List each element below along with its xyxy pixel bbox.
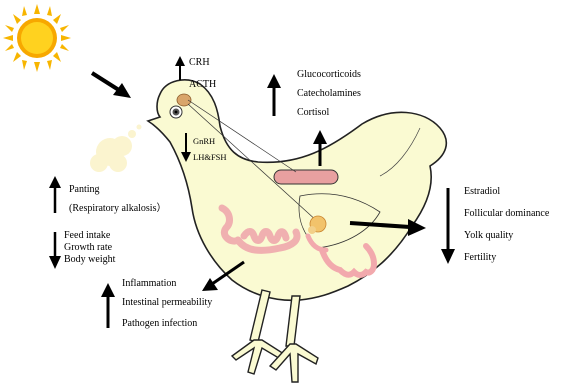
lhfsh-label: LH&FSH xyxy=(193,152,227,162)
sun-icon xyxy=(3,4,71,72)
catecholamines-label: Catecholamines xyxy=(297,88,361,100)
crh-label: CRH xyxy=(189,57,210,69)
inflammation-label: Inflammation xyxy=(122,278,176,290)
growth-rate-label: Growth rate xyxy=(64,242,112,254)
follicular-dominance-label: Follicular dominance xyxy=(464,208,549,220)
up-arrow-gut xyxy=(101,283,115,328)
alkalosis-label: (Respiratory alkalosis） xyxy=(69,203,166,215)
estradiol-label: Estradiol xyxy=(464,186,500,198)
adrenal-gland-icon xyxy=(274,170,338,184)
up-arrow-panting xyxy=(49,176,61,213)
down-arrow-reproduction xyxy=(441,188,455,264)
pathogen-infection-label: Pathogen infection xyxy=(122,318,197,330)
brain-icon xyxy=(177,94,191,106)
feed-intake-label: Feed intake xyxy=(64,230,110,242)
gnrh-label: GnRH xyxy=(193,136,215,146)
fertility-label: Fertility xyxy=(464,252,496,264)
down-arrow-growth xyxy=(49,232,61,269)
acth-label: ACTH xyxy=(189,79,216,91)
cortisol-label: Cortisol xyxy=(297,107,329,119)
intestinal-permeability-label: Intestinal permeability xyxy=(122,297,212,309)
up-arrow-adrenal xyxy=(267,74,281,116)
glucocorticoids-label: Glucocorticoids xyxy=(297,69,361,81)
chicken-legs xyxy=(232,290,318,382)
heat-arrow xyxy=(92,73,131,98)
body-weight-label: Body weight xyxy=(64,254,115,266)
yolk-quality-label: Yolk quality xyxy=(464,230,513,242)
breath-cloud-icon xyxy=(90,125,142,173)
up-arrow-crh xyxy=(175,56,185,80)
panting-label: Panting xyxy=(69,184,100,196)
